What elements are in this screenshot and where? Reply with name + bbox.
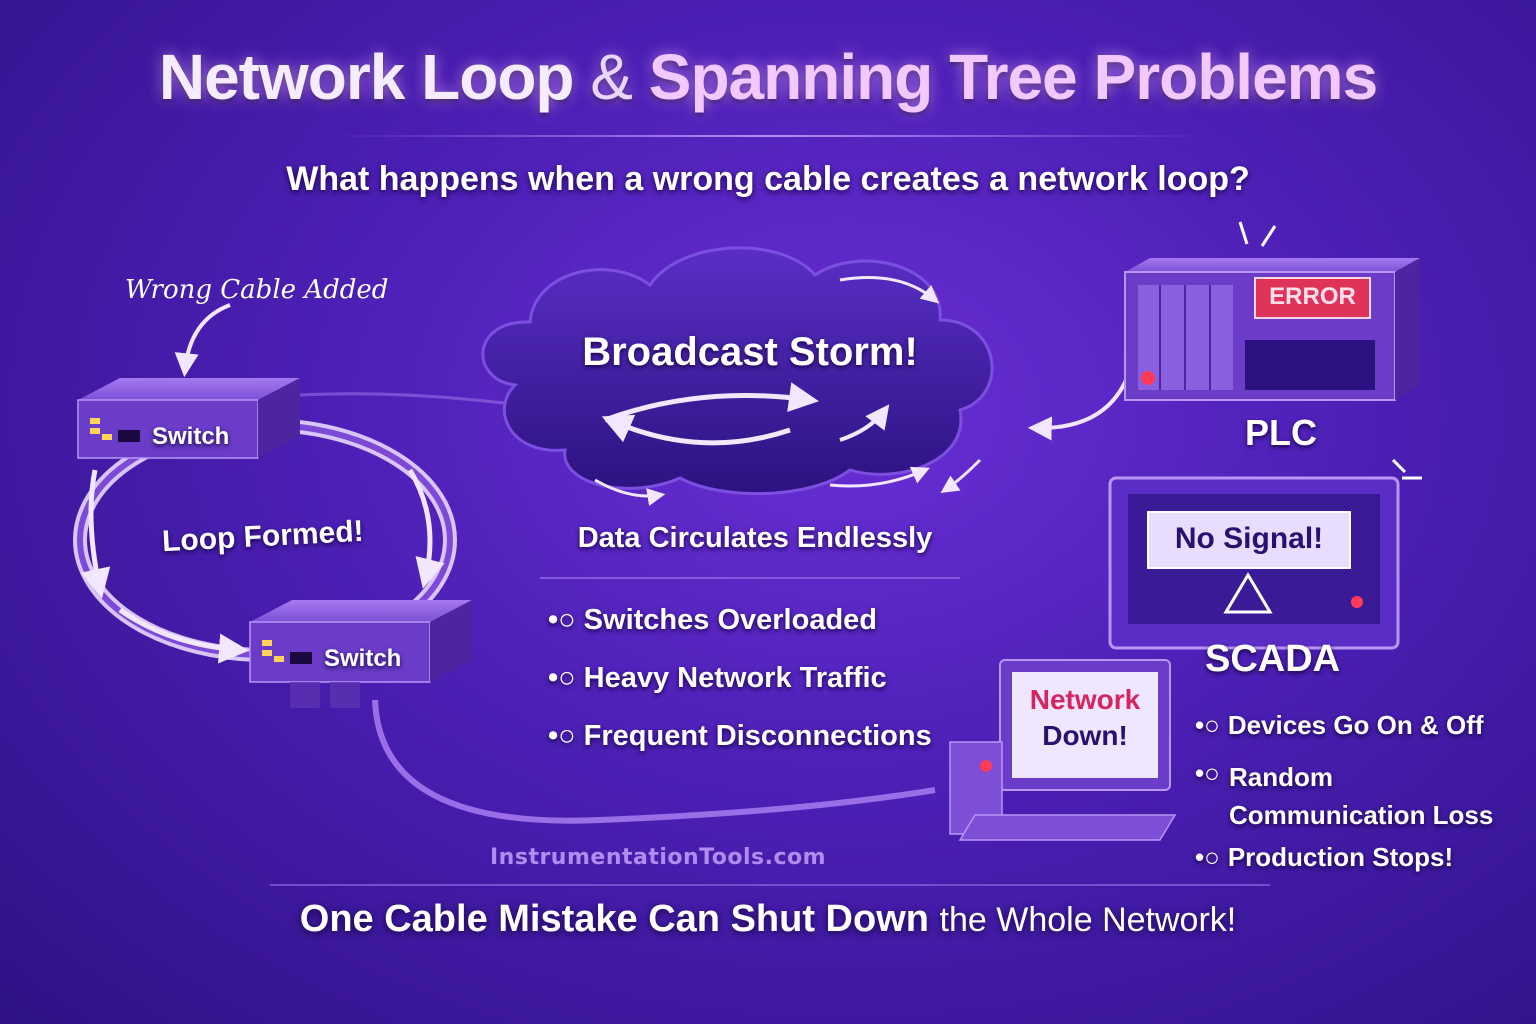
- title-part1: Network Loop: [158, 41, 575, 113]
- title-divider: [330, 135, 1210, 137]
- network-line1: Network: [1029, 684, 1141, 715]
- bullet-text: Frequent Disconnections: [583, 720, 932, 752]
- right-bullet: •○Production Stops!: [1195, 842, 1453, 873]
- center-bullet: •○Frequent Disconnections: [548, 720, 932, 753]
- plc-error-text: ERROR: [1269, 283, 1356, 310]
- plc-device: [1124, 258, 1420, 401]
- bullet-icon: •○: [548, 720, 576, 752]
- switch-computer-cable: [372, 699, 936, 824]
- plc-arrow: [1027, 369, 1132, 441]
- broadcast-storm-label: Broadcast Storm!: [582, 330, 918, 374]
- center-bullet: •○Switches Overloaded: [548, 604, 877, 637]
- center-bullet: •○Heavy Network Traffic: [548, 662, 887, 695]
- wrong-cable-arrow: [174, 303, 231, 378]
- wrong-cable-label: Wrong Cable Added: [125, 275, 389, 305]
- bullet-text: Heavy Network Traffic: [583, 662, 887, 694]
- bullet-text: Switches Overloaded: [583, 604, 877, 636]
- switch-bottom: [249, 600, 472, 708]
- alert-mark: [1238, 221, 1249, 245]
- title-amp: &: [590, 41, 633, 113]
- computer: [949, 659, 1177, 841]
- bullet-icon: •○: [1195, 842, 1220, 872]
- bullet-text: Production Stops!: [1227, 842, 1454, 872]
- bullet-text: Devices Go On & Off: [1227, 710, 1484, 740]
- network-line2: Down!: [1042, 720, 1128, 751]
- switch-bottom-label: Switch: [324, 645, 402, 672]
- subtitle: What happens when a wrong cable creates …: [286, 160, 1250, 198]
- footer-light: the Whole Network!: [939, 901, 1237, 939]
- right-bullet: •○ Random Communication Loss: [1195, 758, 1495, 834]
- scada-label: SCADA: [1205, 638, 1341, 680]
- page-title: Network Loop & Spanning Tree Problems: [0, 40, 1536, 114]
- plc-label: PLC: [1245, 412, 1317, 453]
- bullet-icon: •○: [1195, 710, 1220, 740]
- alert-mark: [1260, 225, 1277, 247]
- bullet-icon: •○: [1195, 758, 1220, 788]
- footer-text: One Cable Mistake Can Shut Down the Whol…: [0, 898, 1536, 941]
- right-bullet: •○Devices Go On & Off: [1195, 710, 1484, 741]
- switch-top: [77, 378, 300, 459]
- scada-monitor: [1108, 458, 1422, 650]
- bullet-icon: •○: [548, 604, 576, 636]
- footer-bold: One Cable Mistake Can Shut Down: [299, 898, 929, 940]
- data-circulates-label: Data Circulates Endlessly: [577, 522, 933, 554]
- switch-top-label: Switch: [152, 423, 230, 450]
- watermark: InstrumentationTools.com: [490, 845, 827, 870]
- bullet-icon: •○: [548, 662, 576, 694]
- bullet-text: Random Communication Loss: [1229, 762, 1494, 830]
- no-signal-text: No Signal!: [1174, 522, 1324, 555]
- title-part2: Spanning Tree Problems: [648, 41, 1378, 113]
- storm-cloud: [481, 246, 994, 506]
